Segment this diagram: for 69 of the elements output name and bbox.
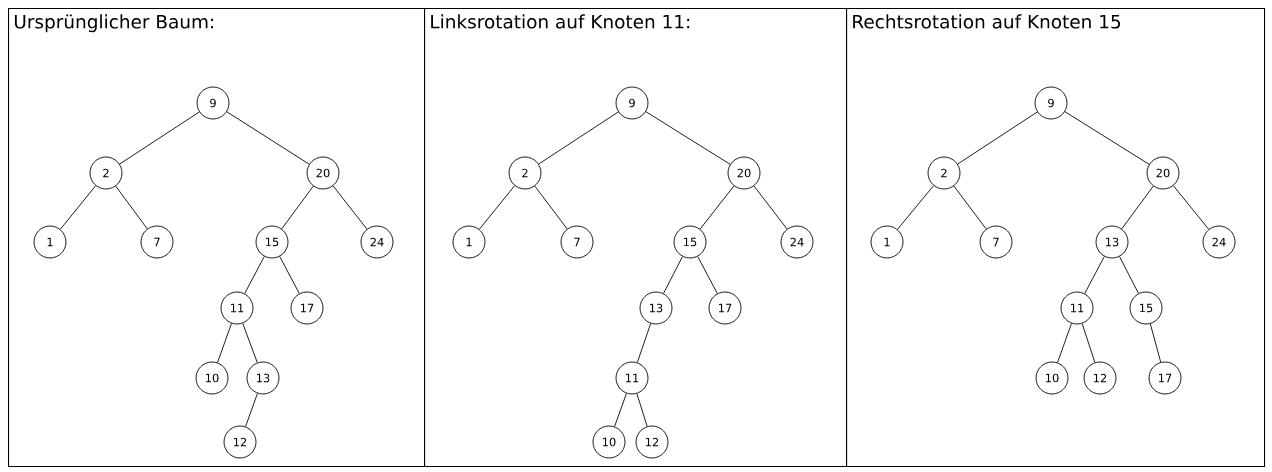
tree-node: 24 [1202,225,1236,259]
tree-edge [115,185,148,230]
tree-edge [636,393,648,427]
tree-node: 17 [290,291,324,325]
tree-edge [119,111,200,165]
tree-node: 9 [196,86,230,120]
tree-edge [279,256,300,294]
tree-edge [534,185,568,230]
tree-edge [953,185,987,230]
tree-node: 2 [508,156,542,190]
tree-edge [281,185,314,230]
tree-node: 20 [306,156,340,190]
tree-edge [645,111,731,165]
tree-edge [1172,185,1210,230]
tree-node: 1 [870,225,904,259]
tree-node: 12 [223,425,257,459]
tree-edge [1064,111,1150,165]
tree-edge [614,393,627,427]
tree-node: 9 [1034,86,1068,120]
tree-edge [636,323,652,363]
tree-node: 1 [33,225,67,259]
tree-node: 7 [979,225,1013,259]
tree-node: 13 [1095,225,1129,259]
tree-edge [957,111,1038,165]
tree-node: 7 [140,225,174,259]
tree-edge [897,185,934,230]
tree-node: 17 [1148,361,1182,395]
tree-edge [753,185,788,230]
tree-node: 24 [780,225,814,259]
tree-node: 11 [220,291,254,325]
tree-node: 17 [708,291,742,325]
tree-edge [245,393,258,427]
tree-node: 9 [615,86,649,120]
tree-node: 12 [635,425,669,459]
tree-edge [59,185,97,230]
tree-edge [1057,323,1072,363]
tree-node: 20 [1146,156,1180,190]
tree-node: 20 [727,156,761,190]
tree-node: 15 [1129,291,1163,325]
tree-edge [332,185,368,230]
tree-edge [699,185,735,230]
tree-node: 13 [639,291,673,325]
tree-node: 24 [360,225,394,259]
tree-node: 10 [195,361,229,395]
tree-node: 10 [1035,361,1069,395]
tree-edge [244,256,265,294]
tree-edge [242,322,258,364]
tree-edge [1084,256,1105,294]
tree-node: 10 [592,425,626,459]
tree-edge [663,256,683,294]
tree-edge [697,256,718,294]
tree-edge [478,185,516,230]
tree-node: 7 [560,225,594,259]
tree-node: 12 [1083,361,1117,395]
tree-edge [1149,323,1162,363]
tree-node: 1 [452,225,486,259]
tree-edge [1121,185,1154,230]
tree-node: 15 [255,225,289,259]
tree-edge [226,111,310,165]
tree-node: 11 [615,361,649,395]
tree-node: 15 [673,225,707,259]
tree-edge [1081,323,1096,363]
tree-edge [538,111,619,165]
tree-edge [1119,256,1139,294]
tree-node: 13 [246,361,280,395]
tree-node: 2 [89,156,123,190]
tree-node: 11 [1060,291,1094,325]
tree-node: 2 [927,156,961,190]
tree-edge [217,323,232,363]
